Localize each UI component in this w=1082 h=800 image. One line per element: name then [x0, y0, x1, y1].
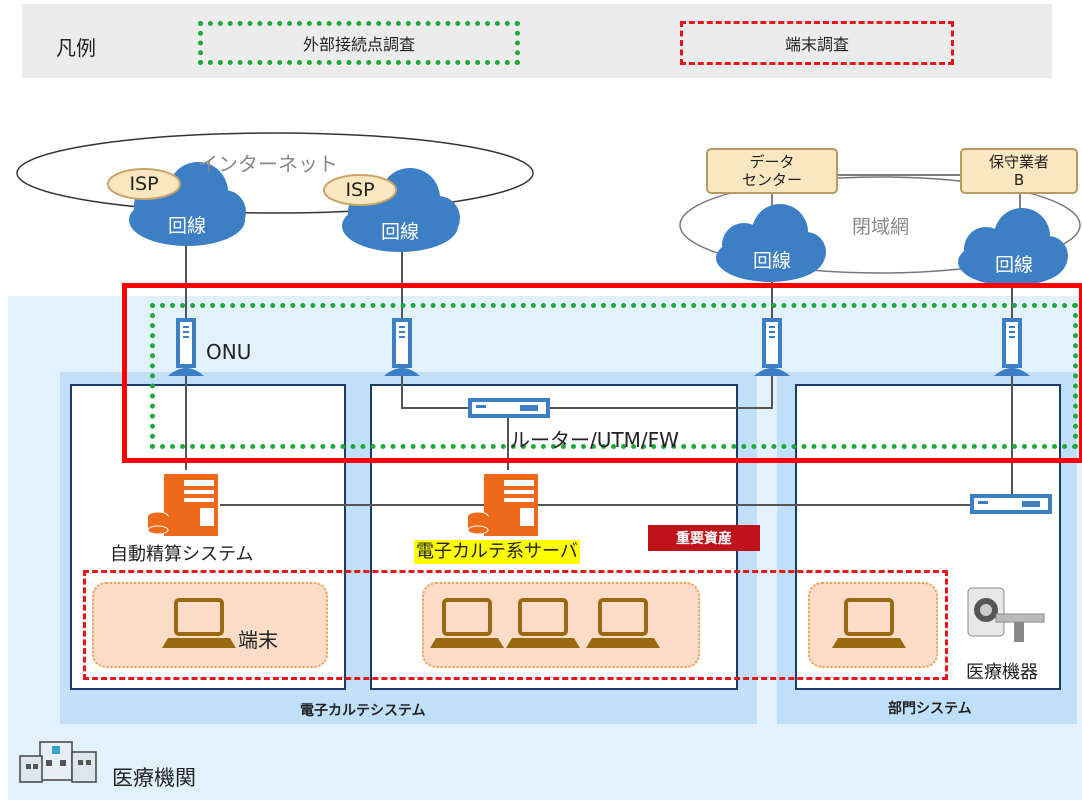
data-center-label-1: データ: [749, 153, 795, 171]
department-switch: [970, 494, 1052, 514]
isp-badge-1: [107, 168, 181, 200]
onu-device-4: [994, 318, 1030, 376]
ehr-server: [467, 474, 538, 536]
isp-badge-2: [323, 174, 397, 206]
legend-title: 凡例: [56, 36, 96, 60]
ct-scanner-icon: [967, 587, 1045, 642]
router-label: ルーター/UTM/FW: [510, 428, 679, 452]
auto-payment-server: [147, 474, 218, 536]
isp-label-2: ISP: [345, 179, 375, 201]
router-device: [468, 398, 550, 418]
cloud-label-2: 回線: [380, 221, 419, 243]
onu-label: ONU: [206, 340, 252, 364]
laptop-icons: [174, 598, 894, 636]
maintenance-label-1: 保守業者: [988, 153, 1049, 171]
internet-ellipse: [16, 132, 534, 214]
external-connection-frame-green: [150, 303, 1078, 449]
legend-external-survey: 外部接続点調査: [198, 21, 520, 65]
line-router-to-closed: [548, 372, 773, 409]
closed-network-label: 閉域網: [852, 216, 910, 238]
cloud-3: [716, 204, 826, 282]
auto-payment-label: 自動精算システム: [110, 544, 254, 565]
data-center-box: データ センター: [706, 148, 838, 194]
terminal-survey-frame-red: [122, 283, 1082, 463]
important-asset-badge: 重要資産: [648, 525, 760, 551]
line-center-to-router: [401, 372, 470, 409]
terminal-group-center: [422, 582, 700, 668]
onu-device-2: [384, 318, 420, 376]
internet-label: インターネット: [198, 152, 338, 176]
department-system-label: 部門システム: [888, 701, 972, 717]
onu-device-3: [754, 318, 790, 376]
legend-terminal-survey: 端末調査: [680, 21, 954, 65]
isp-label-1: ISP: [129, 173, 159, 195]
cloud-4: [958, 208, 1068, 286]
legend-panel: [22, 4, 1052, 78]
ehr-system-label: 電子カルテシステム: [300, 703, 426, 719]
laptop-bases: [162, 638, 906, 648]
cloud-2: [342, 168, 460, 252]
terminal-survey-dashed-frame: [83, 570, 948, 680]
terminal-group-right: [808, 582, 938, 668]
maintenance-vendor-box: 保守業者 B: [960, 148, 1078, 194]
hospital-building-icon: [19, 741, 97, 783]
institution-label: 医療機関: [112, 766, 196, 790]
cloud-label-3: 回線: [752, 250, 791, 272]
ehr-server-label: 電子カルテ系サーバ: [414, 540, 580, 564]
maintenance-label-2: B: [1013, 171, 1025, 189]
cloud-label-1: 回線: [167, 215, 206, 237]
terminal-label: 端末: [238, 628, 278, 652]
closed-network-ellipse: [679, 176, 1081, 274]
data-center-label-2: センター: [741, 171, 802, 189]
cloud-label-4: 回線: [994, 254, 1033, 276]
terminal-group-left: [92, 582, 328, 668]
onu-device-1: [168, 318, 204, 376]
medical-equipment-label: 医療機器: [966, 662, 1038, 683]
